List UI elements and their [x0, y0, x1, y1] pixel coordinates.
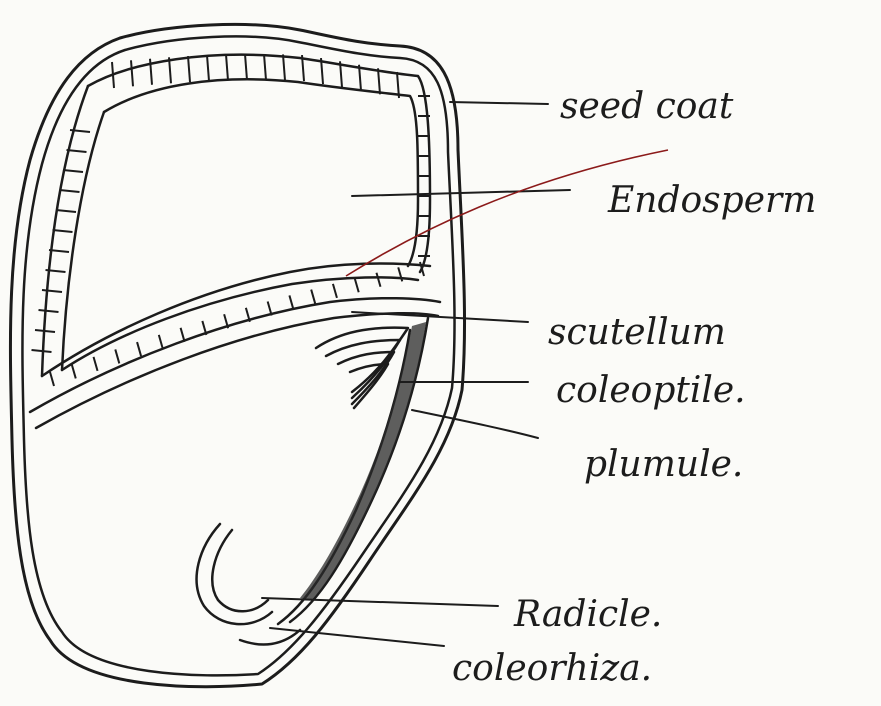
labels: seed coat Endosperm scutellum coleoptile…	[452, 86, 816, 689]
aleurone-cell-wall	[112, 62, 114, 88]
aleurone-cell-walls	[32, 54, 431, 386]
radicle-coleorhiza	[197, 524, 300, 645]
aleurone-cell-wall	[378, 68, 380, 94]
aleurone-cell-wall	[131, 60, 133, 86]
plumule-coleoptile-chevrons	[316, 328, 408, 408]
label-coleoptile: coleoptile.	[556, 370, 746, 411]
embryo-axis	[278, 318, 428, 624]
label-plumule: plumule.	[584, 444, 743, 485]
aleurone-cell-wall	[72, 364, 76, 378]
aleurone-cell-wall	[159, 335, 163, 349]
aleurone-cell-wall	[355, 278, 359, 292]
label-seed-coat: seed coat	[560, 86, 734, 127]
aleurone-cell-wall	[311, 290, 315, 304]
aleurone-cell-wall	[63, 170, 83, 172]
label-coleorhiza: coleorhiza.	[452, 648, 652, 689]
aleurone-cell-wall	[289, 295, 293, 309]
label-endosperm: Endosperm	[607, 180, 816, 221]
seed-coat-outline	[10, 24, 464, 686]
label-radicle: Radicle.	[513, 594, 662, 635]
aleurone-cell-wall	[333, 284, 337, 298]
aleurone-cell-wall	[94, 357, 98, 371]
label-scutellum: scutellum	[548, 312, 726, 353]
aleurone-cell-wall	[226, 54, 228, 80]
aleurone-cell-wall	[50, 372, 54, 386]
aleurone-cell-wall	[283, 54, 285, 80]
aleurone-cell-wall	[245, 54, 247, 80]
aleurone-layer	[32, 54, 431, 386]
aleurone-cell-wall	[60, 190, 80, 192]
aleurone-cell-wall	[376, 273, 380, 287]
aleurone-cell-wall	[35, 330, 55, 332]
aleurone-cell-wall	[56, 210, 76, 212]
aleurone-cell-wall	[115, 349, 119, 363]
embryo-shading	[300, 322, 426, 600]
aleurone-cell-wall	[42, 290, 62, 292]
aleurone-cell-wall	[188, 56, 190, 82]
aleurone-cell-wall	[39, 310, 59, 312]
aleurone-cell-wall	[137, 342, 141, 356]
aleurone-cell-wall	[264, 54, 266, 80]
aleurone-cell-wall	[207, 55, 209, 81]
aleurone-cell-wall	[32, 350, 52, 352]
aleurone-cell-wall	[53, 230, 73, 232]
scutellum-band	[30, 298, 440, 428]
